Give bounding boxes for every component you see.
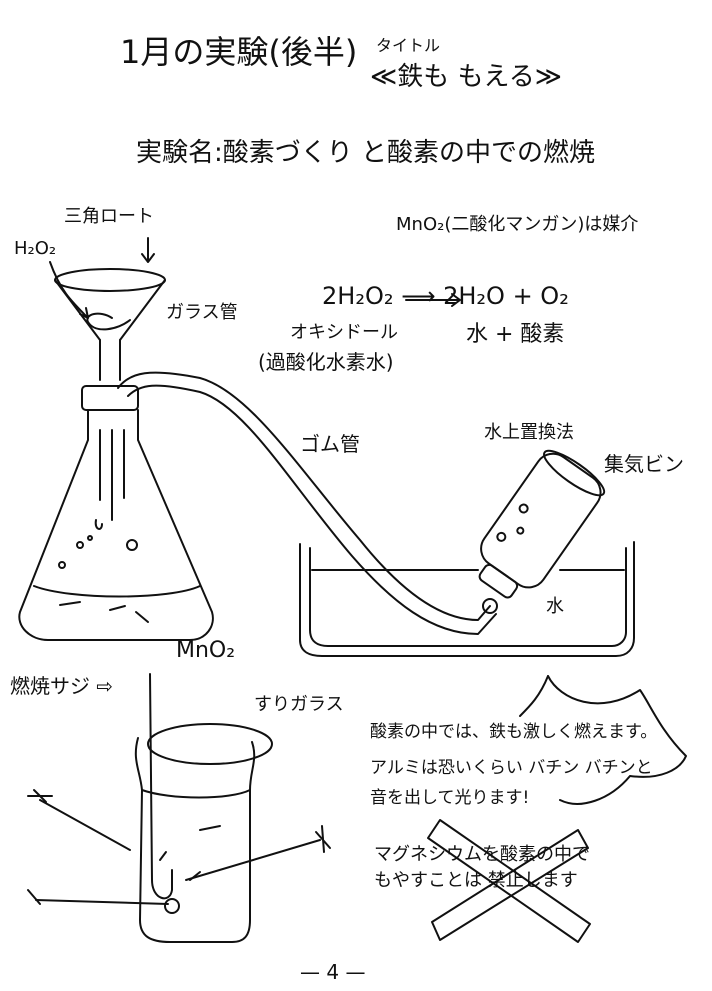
page-title: 1月の実験(後半) [120,33,358,71]
explosion-drawing [519,675,687,805]
jar-drawing [27,673,331,943]
funnel-label: 三角ロート [64,206,154,227]
water-method-label: 水上置換法 [484,422,574,443]
note-line-3: 音を出して光ります! [370,788,530,808]
combustion-spoon-label: 燃焼サジ ⇨ [10,674,114,698]
prohibited-x [427,819,591,943]
rubber-tube-label: ゴム管 [300,432,360,456]
note-line-2: アルミは恐いくらい バチン バチンと [370,758,653,778]
flask-drawing [18,385,214,641]
title-sub-label: タイトル [376,36,441,55]
page-subtitle: ≪鉄も もえる≫ [370,62,562,92]
warning-line-1: マグネシウムを酸素の中で [374,844,590,865]
experiment-name: 実験名:酸素づくり と酸素の中での燃焼 [136,138,596,168]
frosted-glass-label: すりガラス [254,694,344,715]
glass-tube-label: ガラス管 [166,302,238,323]
page-number: — 4 — [300,960,366,984]
oxydol-label: オキシドール [290,322,398,343]
chemical-equation: 2H₂O₂ ⟶ 2H₂O + O₂ [322,282,569,310]
bottle-drawing [478,449,606,599]
note-line-1: 酸素の中では、鉄も激しく燃えます。 [370,722,658,742]
mno2-label: MnO₂ [176,638,236,663]
collecting-bottle-label: 集気ビン [604,452,684,476]
equation-words: 水 + 酸素 [466,322,565,347]
h2o2-label: H₂O₂ [14,238,57,259]
oxydol-note: (過酸化水素水) [258,350,394,374]
warning-line-2: もやすことは 禁止します [374,870,578,891]
water-label: 水 [546,596,564,617]
trough-drawing [299,541,635,657]
catalyst-note: MnO₂(二酸化マンガン)は媒介 [396,214,639,235]
funnel-drawing [54,268,166,381]
tube-drawing [117,371,498,635]
